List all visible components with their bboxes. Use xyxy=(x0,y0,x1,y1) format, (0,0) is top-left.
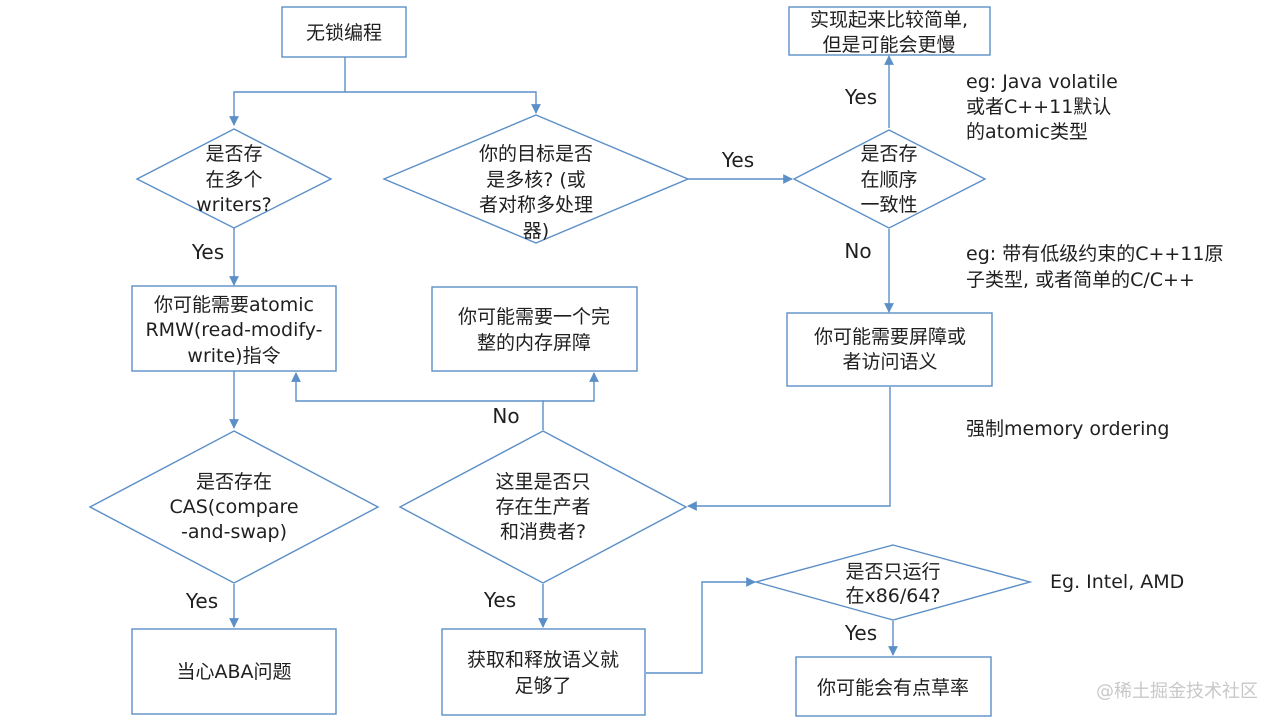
seq-consistency-line-1: 是否存 xyxy=(860,143,917,165)
producer-consumer-line-1: 这里是否只 xyxy=(495,471,590,493)
full-barrier-line-1: 你可能需要一个完 xyxy=(458,306,610,328)
note-java-line-2: 或者C++11默认 xyxy=(966,96,1111,118)
multicore-diamond xyxy=(382,114,690,244)
x86-line-2: 在x86/64? xyxy=(845,585,940,607)
edge-pc-no-split xyxy=(291,372,544,430)
note-java-line-3: 的atomic类型 xyxy=(966,121,1088,143)
note-cpp-line-1: eg: 带有低级约束的C++11原 xyxy=(966,243,1223,265)
atomic-rmw-line-1: 你可能需要atomic xyxy=(154,294,314,316)
seq-consistency-line-3: 一致性 xyxy=(860,194,917,216)
cas-diamond xyxy=(88,430,380,584)
multicore-line-2: 是多核? (或 xyxy=(486,169,586,191)
multi-writers-line-1: 是否存 xyxy=(205,143,262,165)
x86-line-1: 是否只运行 xyxy=(845,561,940,583)
barrier-or-access-line-1: 你可能需要屏障或 xyxy=(814,326,966,348)
edge-acq-to-x86 xyxy=(646,577,756,674)
note-intel: Eg. Intel, AMD xyxy=(1050,571,1184,593)
acquire-release-line-1: 获取和释放语义就 xyxy=(467,649,619,671)
barrier-or-access-line-2: 者访问语义 xyxy=(842,351,937,373)
atomic-rmw-line-2: RMW(read-modify- xyxy=(145,319,322,341)
watermark-text: @稀土掘金技术社区 xyxy=(1096,681,1258,702)
notes: eg: Java volatile 或者C++11默认 的atomic类型 eg… xyxy=(966,71,1223,593)
edge-root-to-multicore xyxy=(345,91,541,114)
edge-root-to-writers xyxy=(229,57,346,126)
acquire-release-line-2: 足够了 xyxy=(514,675,571,697)
edge-barrier-to-pc xyxy=(687,387,891,511)
acquire-release-box xyxy=(441,628,646,716)
producer-consumer-line-2: 存在生产者 xyxy=(495,496,590,518)
cas-line-2: CAS(compare xyxy=(169,496,298,518)
producer-consumer-line-3: 和消费者? xyxy=(500,521,586,543)
edge-label-no-seq: No xyxy=(844,239,871,263)
atomic-rmw-line-3: write)指令 xyxy=(187,345,280,367)
simple-slow-line-1: 实现起来比较简单, xyxy=(810,9,968,31)
cas-line-3: -and-swap) xyxy=(181,521,287,543)
cas-line-1: 是否存在 xyxy=(196,471,272,493)
aba-box xyxy=(131,628,337,715)
edge-label-yes-cas: Yes xyxy=(185,589,218,613)
note-ordering: 强制memory ordering xyxy=(966,418,1169,440)
aba-label: 当心ABA问题 xyxy=(176,661,291,683)
full-barrier-box xyxy=(431,286,638,372)
edge-label-yes-x86: Yes xyxy=(844,621,877,645)
multicore-line-3: 者对称多处理 xyxy=(479,194,593,216)
node-texts: 无锁编程 实现起来比较简单, 但是可能会更慢 是否存 在多个 writers? … xyxy=(145,9,969,699)
maybe-overkill-box xyxy=(795,656,992,717)
producer-consumer-diamond xyxy=(398,430,688,584)
note-java-line-1: eg: Java volatile xyxy=(966,71,1118,93)
barrier-or-access-box xyxy=(786,312,993,387)
seq-consistency-line-2: 在顺序 xyxy=(860,169,917,191)
edge-label-yes-writers: Yes xyxy=(191,240,224,264)
edge-label-yes-seq: Yes xyxy=(844,85,877,109)
root-label: 无锁编程 xyxy=(306,22,382,44)
multicore-line-1: 你的目标是否 xyxy=(479,143,593,165)
multi-writers-diamond xyxy=(135,128,333,229)
maybe-overkill-label: 你可能会有点草率 xyxy=(817,677,969,699)
multi-writers-line-2: 在多个 xyxy=(205,169,262,191)
x86-diamond xyxy=(753,544,1033,621)
seq-consistency-diamond xyxy=(792,129,987,229)
simple-slow-box xyxy=(788,6,991,56)
note-cpp-line-2: 子类型, 或者简单的C/C++ xyxy=(966,269,1195,291)
edge-pc-no-to-full xyxy=(543,372,599,402)
atomic-rmw-box xyxy=(131,285,337,372)
simple-slow-line-2: 但是可能会更慢 xyxy=(822,34,955,56)
full-barrier-line-2: 整的内存屏障 xyxy=(477,332,591,354)
edge-labels: Yes Yes No Yes No Yes Yes Yes xyxy=(185,85,877,645)
edge-label-yes-multicore: Yes xyxy=(721,148,754,172)
connectors xyxy=(229,55,898,674)
multicore-line-4: 器) xyxy=(523,220,549,242)
edge-label-no-pc: No xyxy=(492,404,519,428)
multi-writers-line-3: writers? xyxy=(196,194,272,216)
edge-label-yes-pc: Yes xyxy=(483,588,516,612)
root-box xyxy=(281,6,407,58)
